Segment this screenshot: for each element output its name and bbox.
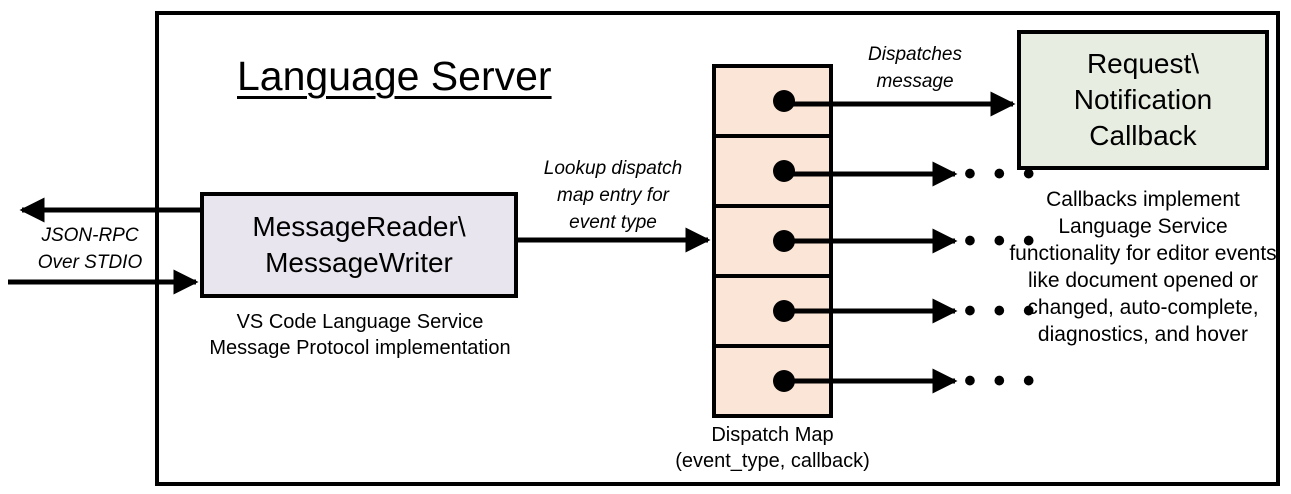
entry-dot-icon xyxy=(773,370,795,392)
dispatch-map-row xyxy=(716,208,829,278)
ellipsis-row-4: • • • xyxy=(964,292,1039,330)
dispatch-map-table xyxy=(712,64,833,418)
ellipsis-row-3: • • • xyxy=(964,222,1039,260)
message-reader-writer-node: MessageReader\ MessageWriter xyxy=(200,192,518,298)
dispatch-map-row xyxy=(716,348,829,414)
dispatch-map-row xyxy=(716,278,829,348)
edge-label-lookup-dispatch: Lookup dispatch map entry for event type xyxy=(543,158,683,233)
entry-dot-icon xyxy=(773,230,795,252)
edge-label-dispatches-message: Dispatches message xyxy=(868,44,962,92)
callback-description: Callbacks implement Language Service fun… xyxy=(1009,188,1277,346)
dispatch-map-row xyxy=(716,138,829,208)
request-notification-callback-node: Request\ Notification Callback xyxy=(1017,30,1269,170)
entry-dot-icon xyxy=(773,90,795,112)
dispatch-map-caption: Dispatch Map (event_type, callback) xyxy=(675,424,870,472)
ellipsis-row-5: • • • xyxy=(964,362,1039,400)
dispatch-map-row xyxy=(716,68,829,138)
entry-dot-icon xyxy=(773,300,795,322)
message-reader-writer-caption: VS Code Language Service Message Protoco… xyxy=(209,311,511,359)
page-title: Language Server xyxy=(237,53,552,99)
language-server-boundary xyxy=(155,11,1280,486)
entry-dot-icon xyxy=(773,160,795,182)
edge-label-jsonrpc: JSON-RPC Over STDIO xyxy=(37,225,143,273)
ellipsis-row-2: • • • xyxy=(964,155,1039,193)
